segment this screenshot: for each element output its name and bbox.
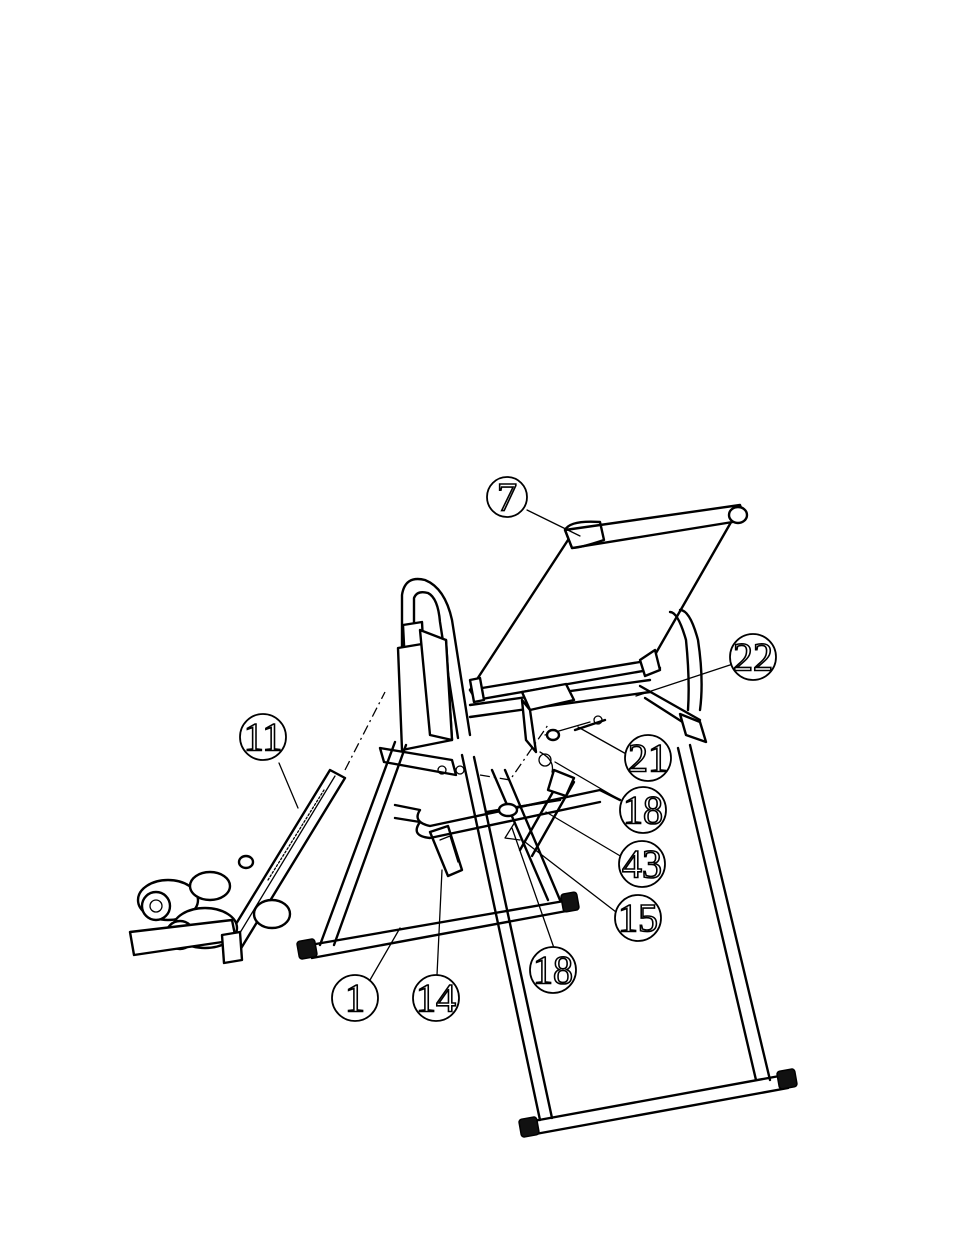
part-15-strut <box>486 752 574 856</box>
callout-18-upper: 18 <box>620 787 666 833</box>
callout-21: 21 <box>625 735 671 781</box>
callout-18-lower: 18 <box>530 947 576 993</box>
callout-18-upper-label: 18 <box>623 788 663 833</box>
callout-18-lower-label: 18 <box>533 948 573 993</box>
callout-1-label: 1 <box>345 976 365 1021</box>
callout-1: 1 <box>332 975 378 1021</box>
callout-21-label: 21 <box>628 736 668 781</box>
callout-7-label: 7 <box>497 475 517 520</box>
callout-11: 11 <box>240 714 286 760</box>
callout-15-label: 15 <box>618 896 658 941</box>
callout-14: 14 <box>413 975 459 1021</box>
part-21-bracket <box>522 684 605 752</box>
callout-43-label: 43 <box>622 842 662 887</box>
callout-43: 43 <box>619 841 665 887</box>
inversion-table-drawing <box>130 505 797 1137</box>
callout-11-label: 11 <box>244 715 283 760</box>
callout-22-label: 22 <box>733 635 773 680</box>
left-frame <box>320 742 560 1120</box>
callout-7: 7 <box>487 475 527 520</box>
callout-14-label: 14 <box>416 976 456 1021</box>
callout-15: 15 <box>615 895 661 941</box>
callout-22: 22 <box>730 634 776 680</box>
